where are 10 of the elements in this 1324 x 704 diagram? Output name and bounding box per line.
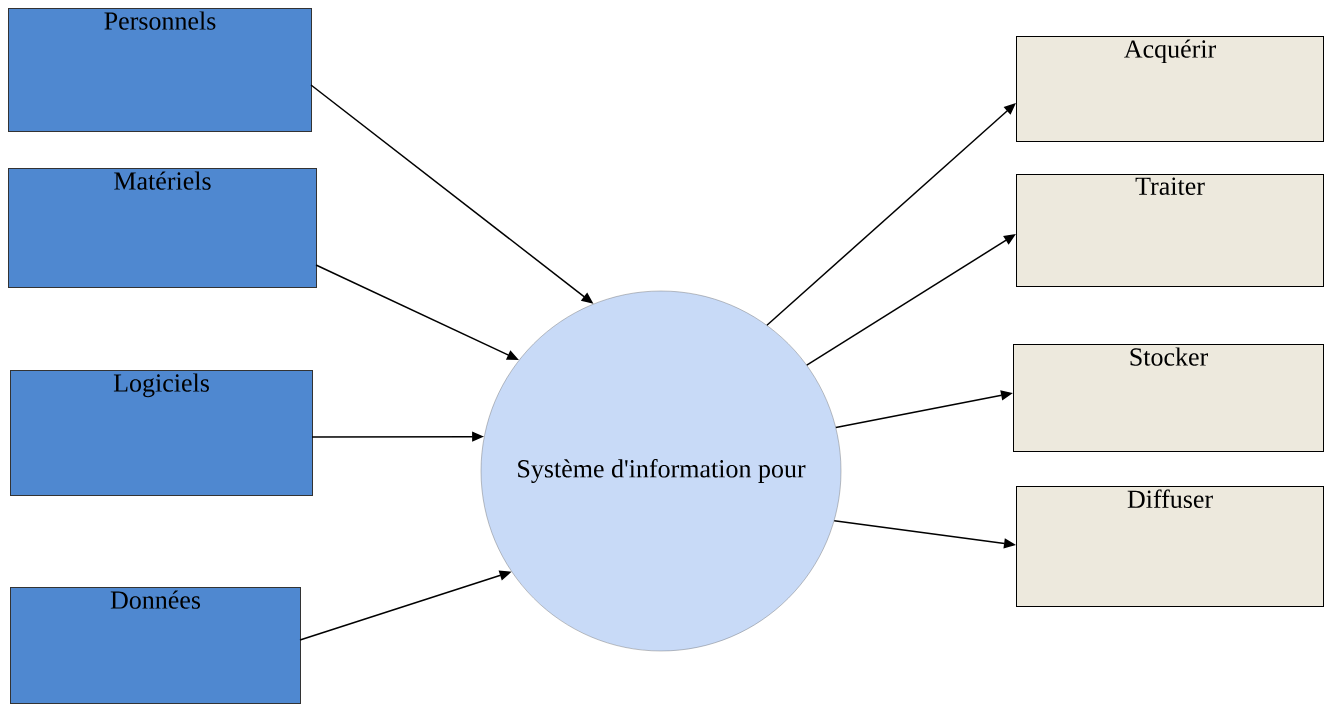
box: Traiter xyxy=(1016,174,1324,287)
box: Personnels xyxy=(8,8,312,132)
box: Acquérir xyxy=(1016,36,1324,142)
arrow xyxy=(766,103,1016,326)
arrow xyxy=(806,234,1016,366)
box: Diffuser xyxy=(1016,486,1324,607)
box: Données xyxy=(10,587,301,704)
box: Stocker xyxy=(1013,344,1324,452)
box: Matériels xyxy=(8,168,317,288)
box: Logiciels xyxy=(10,370,313,496)
